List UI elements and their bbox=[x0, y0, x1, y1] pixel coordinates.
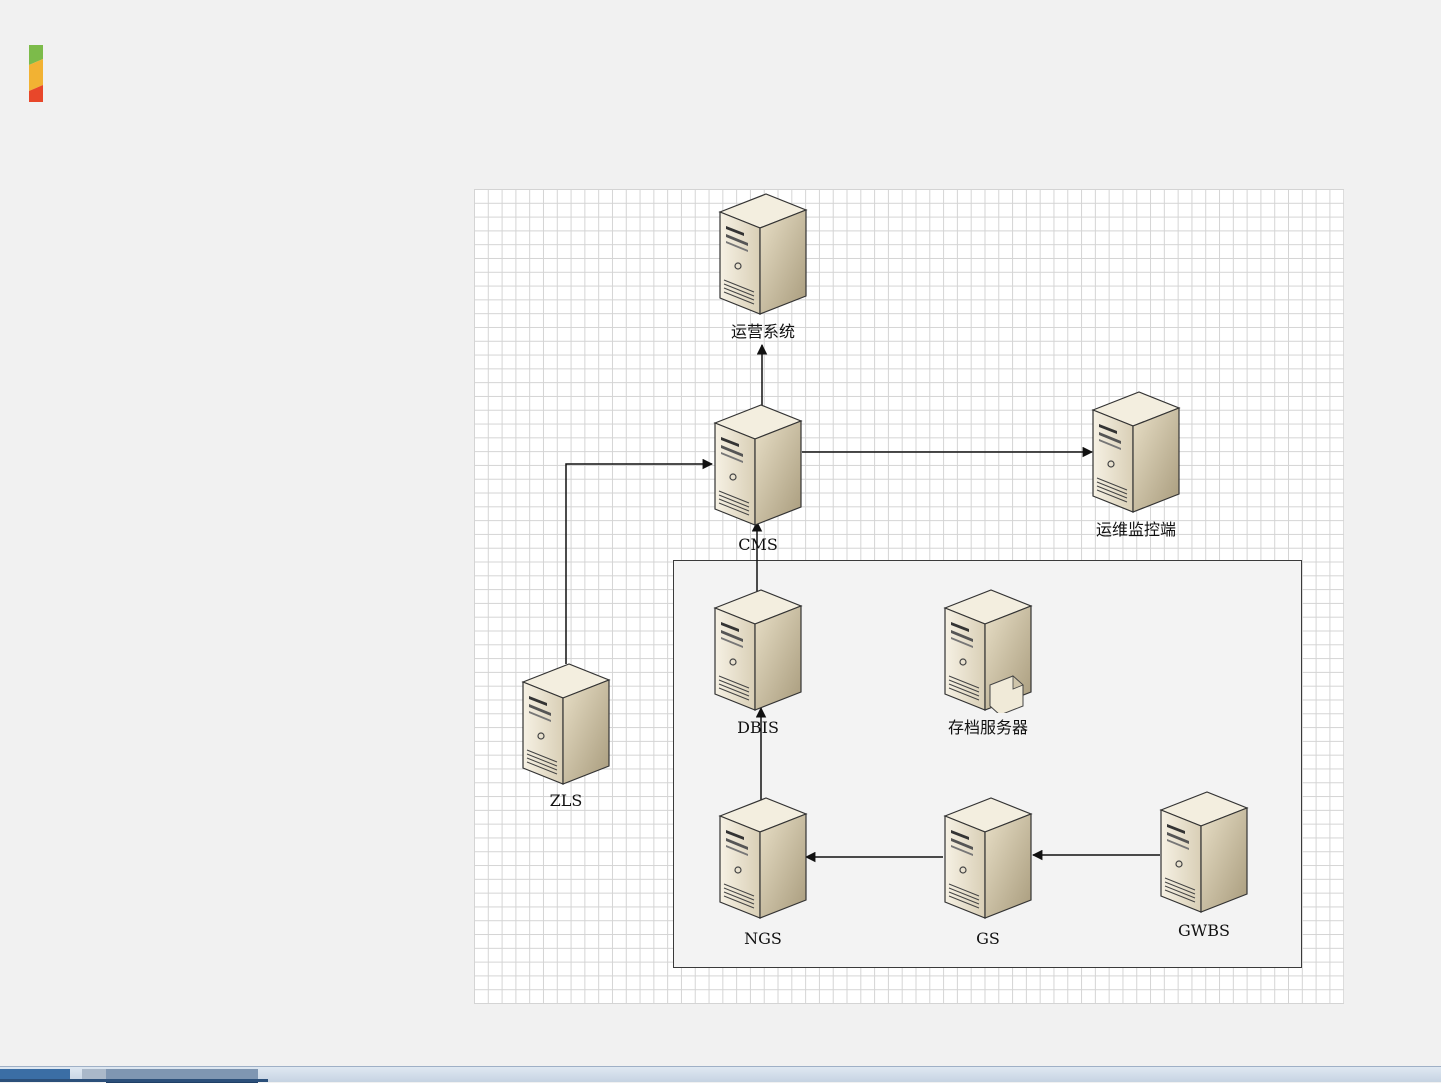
node-ngs[interactable]: NGS bbox=[713, 796, 813, 936]
server-icon bbox=[713, 588, 803, 713]
node-ops-system[interactable]: 运营系统 bbox=[713, 192, 813, 332]
node-gs[interactable]: GS bbox=[938, 796, 1038, 936]
node-label: GS bbox=[898, 930, 1078, 948]
node-zls[interactable]: ZLS bbox=[516, 662, 616, 802]
node-label: GWBS bbox=[1114, 922, 1294, 940]
node-archive-server[interactable]: 存档服务器 bbox=[938, 588, 1038, 728]
node-label: NGS bbox=[673, 930, 853, 948]
node-dbis[interactable]: DBIS bbox=[708, 588, 808, 728]
logo-icon bbox=[29, 45, 43, 102]
node-label: 运营系统 bbox=[673, 323, 853, 341]
node-label: CMS bbox=[668, 536, 848, 554]
server-icon bbox=[1091, 390, 1181, 515]
server-icon bbox=[943, 796, 1033, 921]
node-ops-monitor[interactable]: 运维监控端 bbox=[1086, 390, 1186, 530]
server-icon bbox=[718, 192, 808, 317]
node-label: DBIS bbox=[668, 719, 848, 737]
file-server-icon bbox=[943, 588, 1033, 713]
node-label: 存档服务器 bbox=[898, 719, 1078, 737]
node-gwbs[interactable]: GWBS bbox=[1154, 790, 1254, 930]
node-label: ZLS bbox=[476, 792, 656, 810]
node-cms[interactable]: CMS bbox=[708, 403, 808, 543]
server-icon bbox=[521, 662, 611, 787]
node-label: 运维监控端 bbox=[1046, 521, 1226, 539]
server-icon bbox=[713, 403, 803, 528]
server-icon bbox=[1159, 790, 1249, 915]
taskbar bbox=[0, 1066, 1441, 1082]
server-icon bbox=[718, 796, 808, 921]
